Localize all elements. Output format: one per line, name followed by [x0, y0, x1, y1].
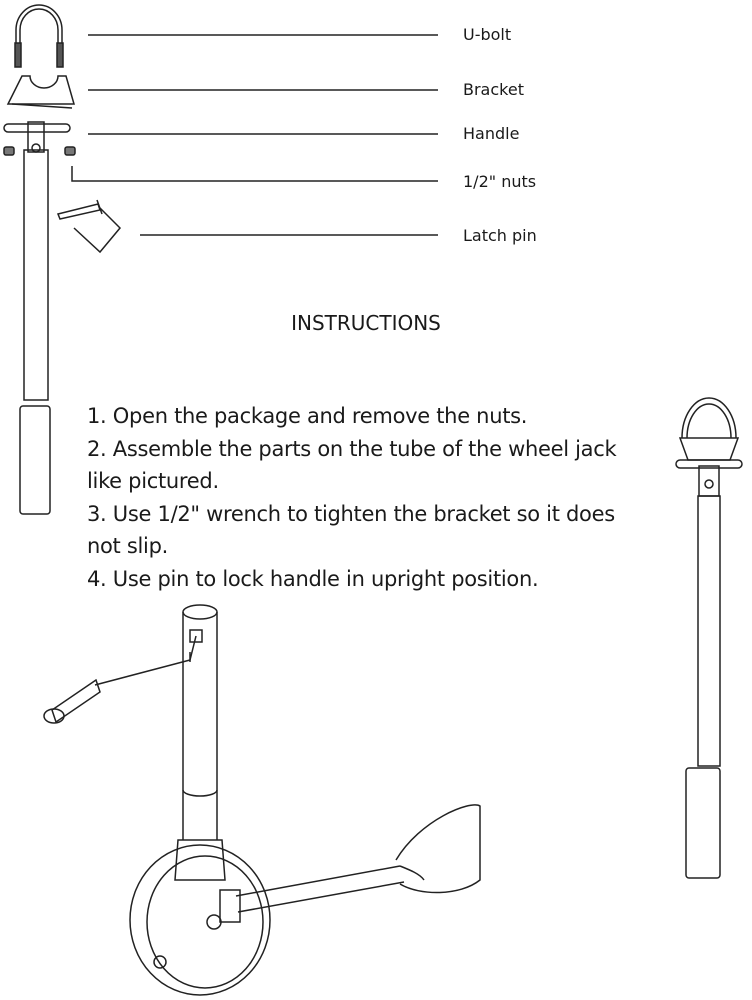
handle-drawing	[3, 121, 76, 515]
u-bolt-drawing	[14, 4, 64, 68]
part-label-handle: Handle	[463, 124, 520, 143]
instruction-line: 4. Use pin to lock handle in upright pos…	[87, 566, 539, 591]
leader-lines	[71, 34, 438, 236]
instruction-steps: 1. Open the package and remove the nuts.…	[87, 400, 667, 595]
leader-line-nuts	[71, 166, 438, 182]
part-label-nuts: 1/2" nuts	[463, 172, 537, 191]
instruction-line: like pictured.	[87, 469, 219, 493]
bracket-drawing	[6, 75, 75, 109]
part-label-latch-pin: Latch pin	[463, 226, 537, 245]
assembled-handle-drawing	[675, 397, 743, 879]
instructions-title: INSTRUCTIONS	[291, 311, 441, 335]
part-label-bracket: Bracket	[463, 80, 524, 99]
instruction-line: 1. Open the package and remove the nuts.	[87, 404, 528, 428]
part-label-u-bolt: U-bolt	[463, 25, 512, 44]
instruction-line: 3. Use 1/2" wrench to tighten the bracke…	[87, 501, 615, 526]
instruction-line: not slip.	[87, 534, 168, 558]
wheel-jack-drawing	[43, 604, 481, 996]
instruction-line: 2. Assemble the parts on the tube of the…	[87, 436, 617, 461]
latch-pin-drawing	[56, 199, 122, 254]
